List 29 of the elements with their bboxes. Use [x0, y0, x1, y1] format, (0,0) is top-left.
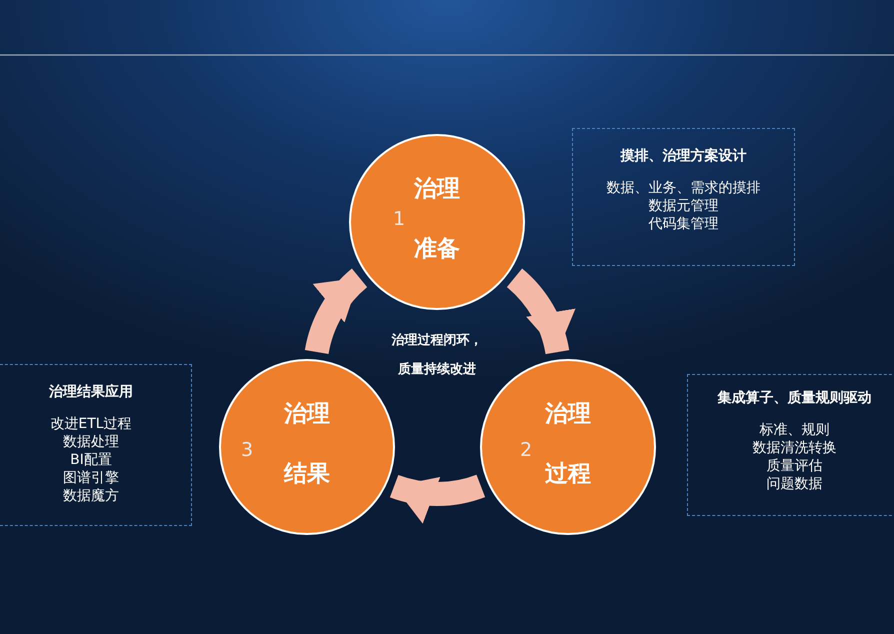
box-item: 改进ETL过程 — [50, 415, 132, 433]
stage-title: 准备 — [413, 236, 461, 262]
stage-title: 治理 — [282, 401, 331, 427]
note-box — [687, 374, 894, 516]
box-heading: 治理结果应用 — [49, 383, 133, 401]
note-box — [572, 128, 795, 266]
stage-title: 过程 — [544, 461, 592, 487]
box-item: 数据魔方 — [63, 487, 119, 505]
box-item: BI配置 — [70, 451, 112, 469]
step-number: 1 — [393, 208, 406, 230]
box-item: 数据清洗转换 — [752, 439, 836, 457]
step-number: 3 — [241, 439, 254, 461]
box-item: 图谱引擎 — [63, 469, 119, 487]
stage-title: 治理 — [412, 176, 461, 202]
center-caption: 治理过程闭环， — [390, 333, 484, 349]
box-item: 数据元管理 — [648, 197, 718, 215]
box-heading: 集成算子、质量规则驱动 — [718, 389, 872, 407]
box-item: 问题数据 — [766, 475, 822, 493]
box-item: 代码集管理 — [648, 215, 718, 233]
stage-title: 结果 — [282, 461, 331, 487]
stage-title: 治理 — [544, 401, 592, 427]
step-number: 2 — [520, 439, 532, 461]
center-caption: 质量持续改进 — [397, 362, 477, 378]
box-item: 标准、规则 — [760, 421, 830, 439]
box-item: 数据处理 — [63, 433, 119, 451]
box-heading: 摸排、治理方案设计 — [620, 147, 746, 165]
box-item: 质量评估 — [766, 457, 822, 475]
box-item: 数据、业务、需求的摸排 — [606, 179, 760, 197]
note-box — [0, 364, 192, 526]
